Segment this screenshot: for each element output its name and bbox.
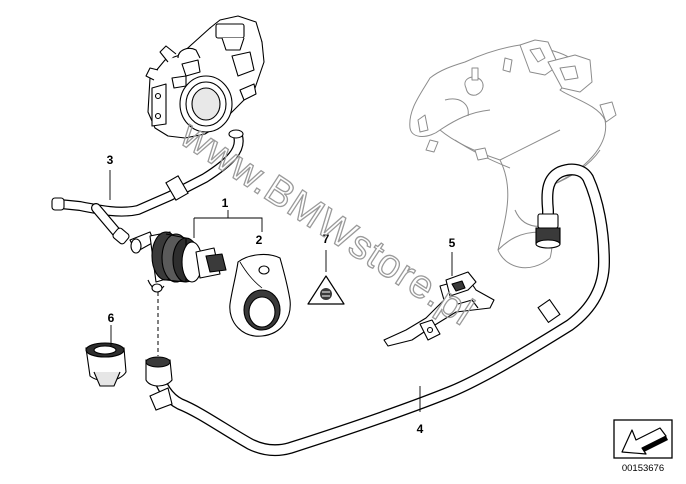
hose-4 — [152, 163, 610, 457]
intake-manifold-ghost — [409, 39, 617, 269]
warning-label-7 — [307, 275, 345, 305]
purge-valve — [129, 231, 227, 293]
throttle-body — [145, 15, 265, 139]
callout-7: 7 — [323, 232, 330, 246]
callout-3: 3 — [107, 153, 114, 167]
callout-2: 2 — [256, 233, 263, 247]
diagram-number-box: 00153676 — [613, 419, 673, 474]
callout-1: 1 — [222, 196, 229, 210]
seal-ring-2 — [229, 253, 291, 337]
leader-lines — [109, 170, 453, 412]
grommet-6 — [85, 342, 127, 387]
hose-3 — [55, 131, 244, 239]
diagram-number: 00153676 — [622, 463, 664, 474]
callout-5: 5 — [449, 236, 456, 250]
hose-3-fittings — [51, 129, 244, 245]
arrow-icon — [621, 427, 667, 455]
hose-4-fittings — [145, 213, 561, 411]
bracket-5 — [383, 271, 495, 347]
callout-4: 4 — [417, 422, 424, 436]
callout-6: 6 — [108, 311, 115, 325]
